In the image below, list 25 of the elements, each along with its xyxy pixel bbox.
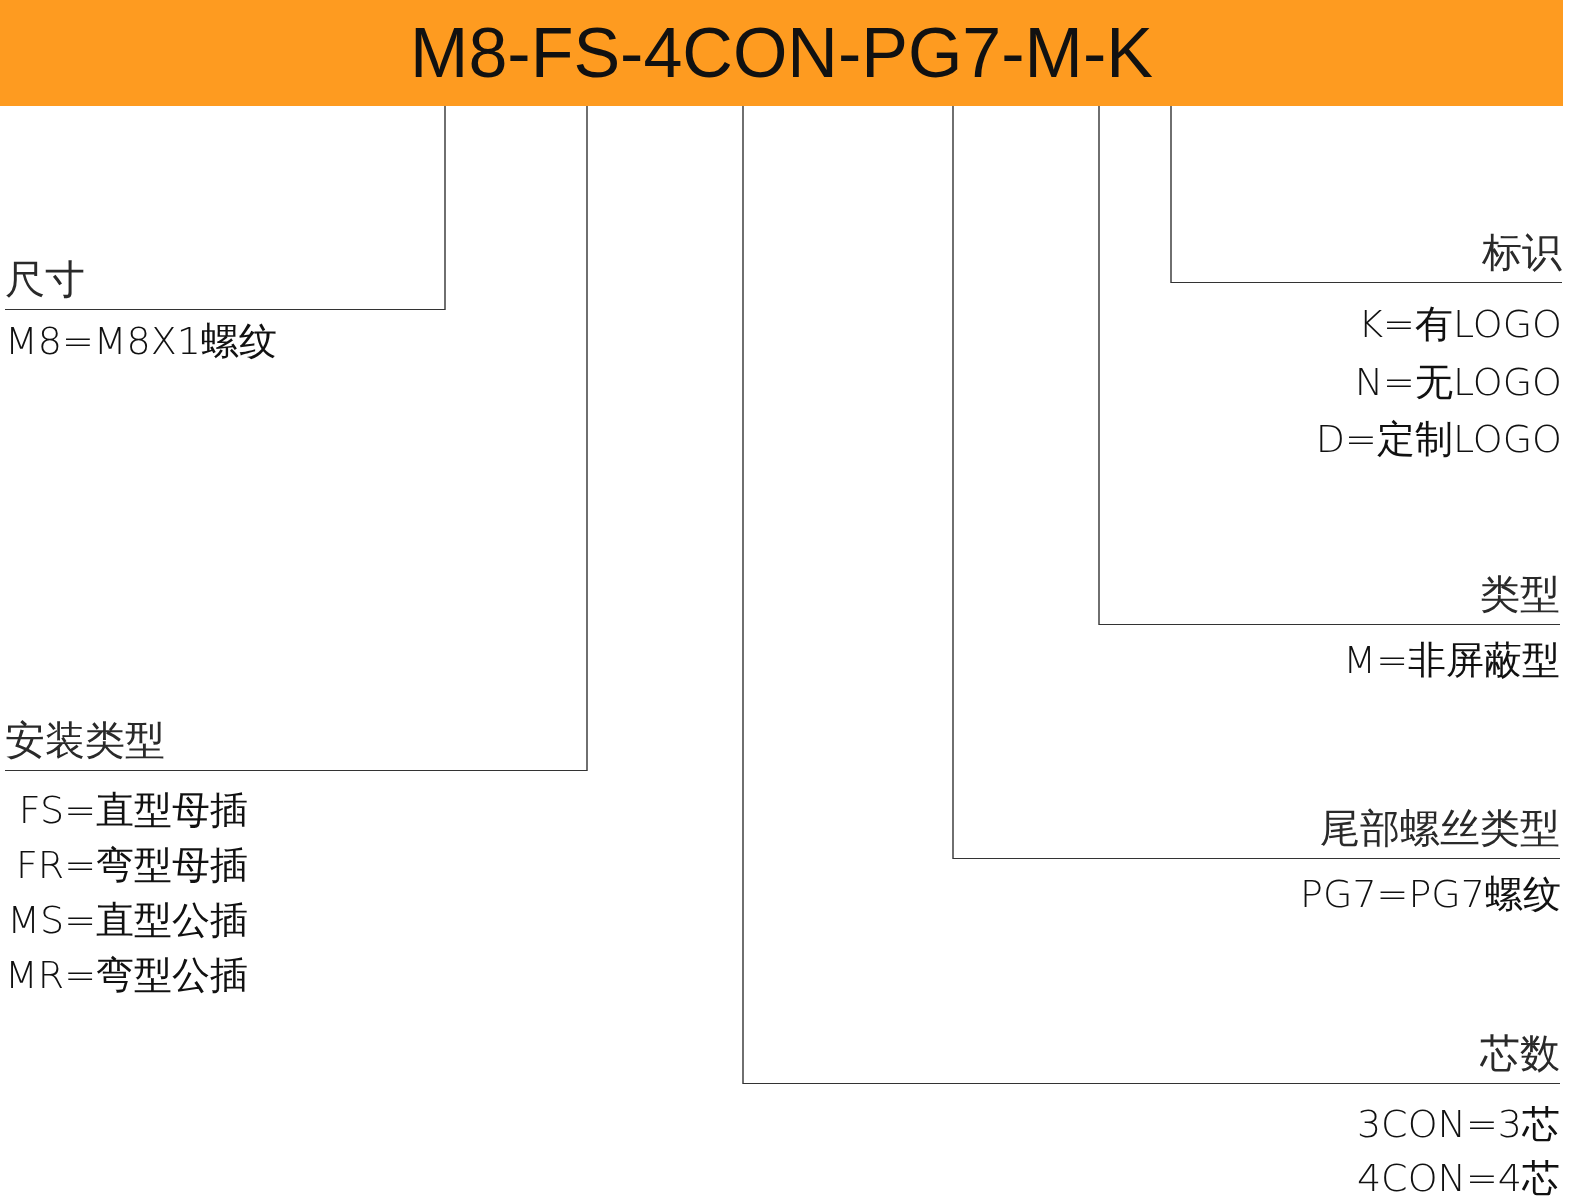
option-text: M=非屏蔽型 (1343, 637, 1560, 683)
category-heading: 尺寸 (5, 252, 445, 310)
option-text: FR=弯型母插 (15, 842, 248, 888)
part-number-band: M8-FS-4CON-PG7-M-K (0, 0, 1563, 106)
option-text: M8=M8X1螺纹 (5, 318, 277, 364)
option-text: D=定制LOGO (1315, 416, 1562, 462)
leader-line (1170, 105, 1172, 284)
option-text: PG7=PG7螺纹 (1300, 871, 1561, 917)
option-text: 4CON=4芯 (1356, 1155, 1560, 1201)
option-text: MS=直型公插 (7, 897, 248, 943)
category-heading: 类型 (1099, 566, 1560, 625)
leader-line (742, 105, 744, 1085)
category-heading: 芯数 (743, 1022, 1560, 1084)
leader-line (1098, 105, 1100, 626)
leader-line (952, 105, 954, 860)
option-text: 3CON=3芯 (1356, 1101, 1560, 1147)
leader-line (586, 105, 588, 772)
leader-line (444, 105, 446, 311)
option-text: K=有LOGO (1358, 301, 1562, 347)
option-text: N=无LOGO (1354, 358, 1562, 405)
category-heading: 安装类型 (5, 712, 587, 771)
option-text: MR=弯型公插 (4, 952, 248, 998)
category-heading: 尾部螺丝类型 (953, 797, 1560, 859)
category-heading: 标识 (1171, 222, 1562, 283)
option-text: FS=直型母插 (18, 787, 248, 833)
